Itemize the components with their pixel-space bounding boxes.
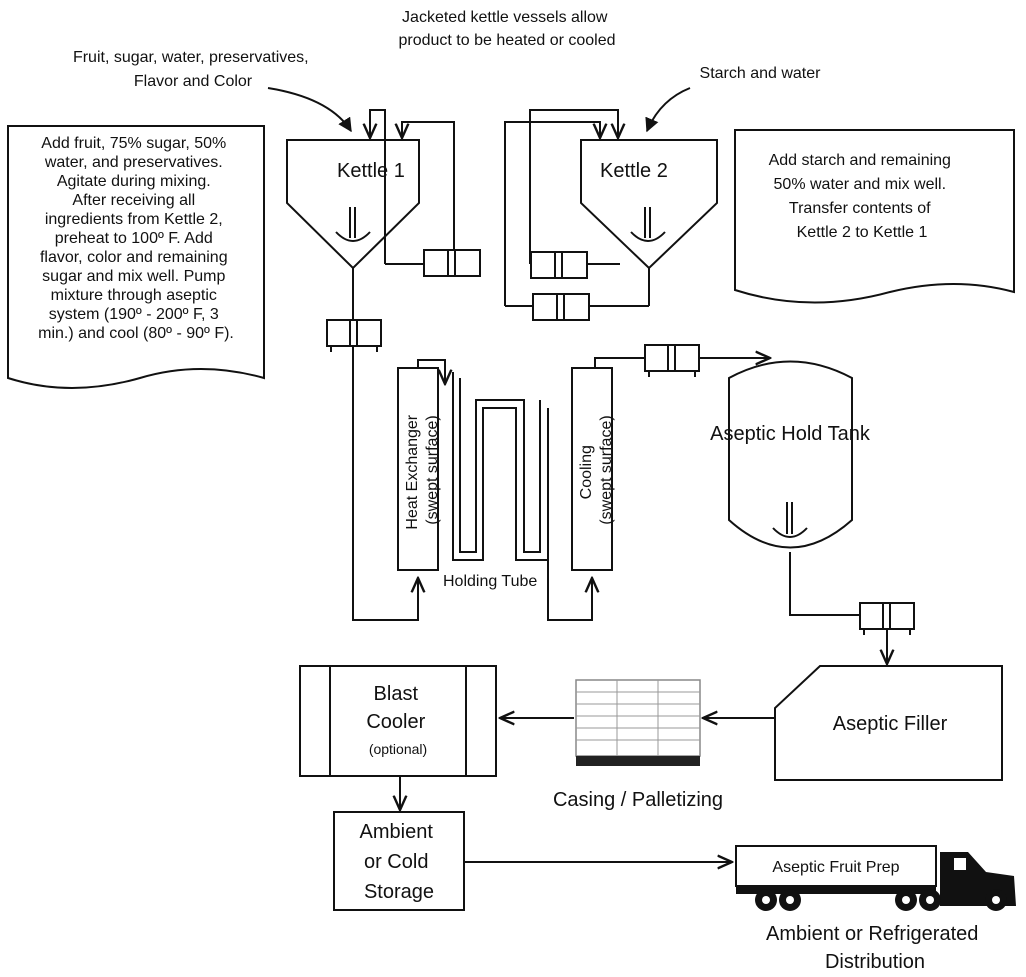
storage-label: Ambient or Cold Storage (360, 821, 439, 903)
casing-pallet-icon (575, 679, 701, 766)
holding-tube (452, 372, 549, 561)
pipe-cooling-to-hold-tank (594, 357, 645, 368)
aseptic-filler (774, 665, 1003, 781)
heat-exchanger-label: Heat Exchanger (swept surface) (404, 410, 441, 529)
kettle2-instructions-note (734, 129, 1015, 304)
kettle1-input-arrow (267, 87, 352, 133)
kettle-jacket-loop-1 (370, 109, 386, 264)
storage-box (333, 811, 465, 911)
kettle2-input-arrow (645, 87, 691, 133)
cooling-label: Cooling (swept surface) (578, 415, 615, 524)
cooling-unit (571, 367, 613, 571)
truck-label: Aseptic Fruit Prep (772, 859, 899, 876)
heat-exchanger (397, 367, 439, 571)
hold-tank-label: Aseptic Hold Tank (710, 423, 871, 445)
kettle1-label: Kettle 1 (337, 160, 405, 182)
jacketed-note: Jacketed kettle vessels allow product to… (398, 9, 615, 49)
kettle2-label: Kettle 2 (600, 160, 668, 182)
blast-cooler-label: Blast Cooler (optional) (366, 683, 429, 757)
casing-label: Casing / Palletizing (553, 789, 723, 811)
kettle1-agitator (335, 207, 371, 242)
pump-kettle1-return (423, 249, 481, 277)
pipe-holding-tube-to-cooling (547, 408, 592, 621)
pump-kettle1-outlet (326, 319, 382, 352)
pipe-hold-tank-to-filler (789, 552, 860, 616)
kettle1-instructions-text: Add fruit, 75% sugar, 50% water, and pre… (38, 135, 234, 342)
kettle-jacket-loop-4 (504, 121, 600, 306)
pump-cooling-outlet (644, 344, 700, 377)
kettle2-instructions-text: Add starch and remaining 50% water and m… (769, 152, 956, 241)
kettle2-agitator (630, 207, 666, 242)
filler-label: Aseptic Filler (833, 713, 948, 735)
pump-kettle2-recirc (530, 251, 588, 279)
kettle-jacket-loop-2 (402, 121, 455, 264)
truck-icon (735, 845, 1016, 911)
distribution-label: Ambient or Refrigerated Distribution (766, 923, 984, 973)
hold-tank-agitator (772, 502, 808, 538)
pipe-to-heat-exchanger (352, 346, 418, 621)
kettle2-vessel (580, 139, 718, 270)
kettle1-instructions-note (7, 125, 265, 389)
pump-kettle2-transfer (532, 293, 590, 321)
kettle2-inputs-label: Starch and water (700, 65, 822, 82)
kettle-jacket-loop-3 (529, 109, 618, 264)
holding-tube-label: Holding Tube (443, 573, 537, 590)
aseptic-hold-tank (728, 360, 853, 549)
kettle1-inputs-label: Fruit, sugar, water, preservatives, Flav… (73, 49, 313, 90)
pipe-hx-to-holding-tube (417, 359, 445, 384)
blast-cooler (299, 665, 497, 777)
